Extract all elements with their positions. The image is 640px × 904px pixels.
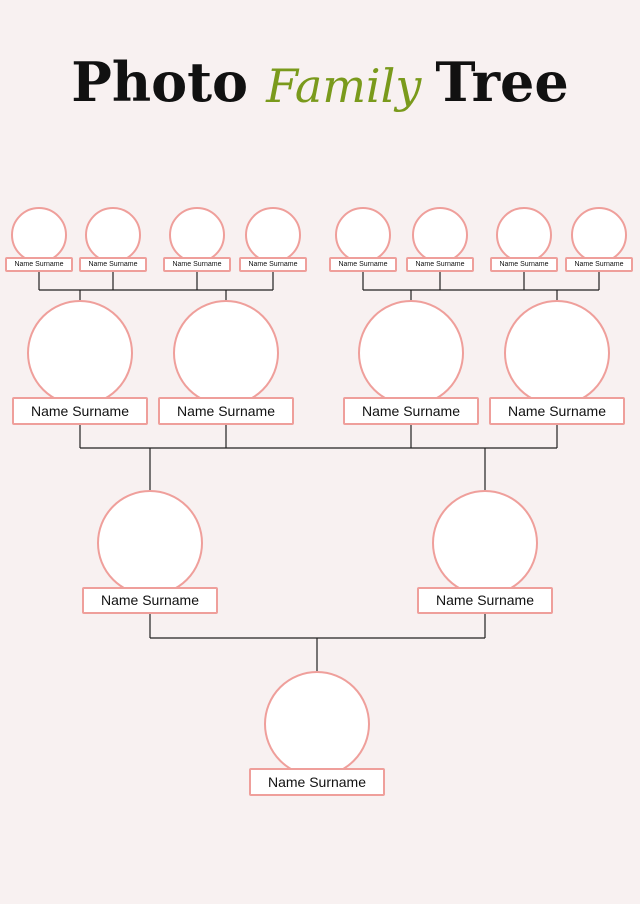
name-label[interactable]: Name Surname (82, 587, 218, 614)
title-family: Family (266, 59, 422, 113)
name-label[interactable]: Name Surname (79, 257, 147, 272)
photo-placeholder[interactable] (412, 207, 468, 263)
photo-placeholder[interactable] (335, 207, 391, 263)
name-label[interactable]: Name Surname (343, 397, 479, 425)
photo-placeholder[interactable] (571, 207, 627, 263)
name-label[interactable]: Name Surname (417, 587, 553, 614)
name-label[interactable]: Name Surname (239, 257, 307, 272)
photo-placeholder[interactable] (245, 207, 301, 263)
photo-placeholder[interactable] (169, 207, 225, 263)
photo-placeholder[interactable] (496, 207, 552, 263)
name-label[interactable]: Name Surname (489, 397, 625, 425)
photo-placeholder[interactable] (27, 300, 133, 406)
photo-placeholder[interactable] (504, 300, 610, 406)
name-label[interactable]: Name Surname (12, 397, 148, 425)
name-label[interactable]: Name Surname (5, 257, 73, 272)
photo-placeholder[interactable] (358, 300, 464, 406)
photo-placeholder[interactable] (11, 207, 67, 263)
photo-placeholder[interactable] (85, 207, 141, 263)
name-label[interactable]: Name Surname (249, 768, 385, 796)
title-photo: Photo (71, 50, 249, 114)
photo-placeholder[interactable] (173, 300, 279, 406)
name-label[interactable]: Name Surname (158, 397, 294, 425)
photo-placeholder[interactable] (97, 490, 203, 596)
photo-placeholder[interactable] (264, 671, 370, 777)
title-tree: Tree (435, 50, 569, 114)
photo-placeholder[interactable] (432, 490, 538, 596)
name-label[interactable]: Name Surname (163, 257, 231, 272)
name-label[interactable]: Name Surname (490, 257, 558, 272)
name-label[interactable]: Name Surname (406, 257, 474, 272)
name-label[interactable]: Name Surname (565, 257, 633, 272)
name-label[interactable]: Name Surname (329, 257, 397, 272)
